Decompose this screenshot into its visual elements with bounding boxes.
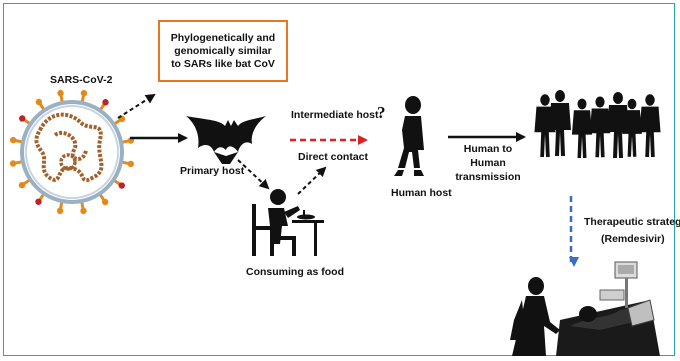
food-to-direct-contact-arrow xyxy=(297,166,327,195)
virus-spike-head xyxy=(35,198,42,205)
virus-spike-head xyxy=(80,207,87,215)
remdesivir-label: (Remdesivir) xyxy=(601,233,665,245)
virus-spike-head xyxy=(127,160,135,168)
crowd-person-head xyxy=(577,98,587,110)
virus-spike-head xyxy=(35,98,43,106)
crowd-icon xyxy=(534,90,661,158)
virus-icon xyxy=(9,89,135,215)
crowd-person-head xyxy=(627,98,637,110)
virus-spike-head xyxy=(18,181,26,189)
virus-spike-head xyxy=(9,136,17,144)
person-eating-icon xyxy=(252,189,324,256)
crowd-person-body xyxy=(589,108,611,158)
hospital-care-icon xyxy=(510,261,660,356)
crowd-person-head xyxy=(555,90,565,102)
crowd-person-head xyxy=(540,94,550,106)
virus-spike-head xyxy=(56,207,64,215)
virus-spike-head xyxy=(9,160,17,167)
virus-spike-head xyxy=(19,115,26,122)
bat-icon xyxy=(186,116,266,164)
primary-host-label: Primary host xyxy=(180,165,245,177)
crowd-person-head xyxy=(595,96,605,108)
question-mark: ? xyxy=(377,103,386,122)
crowd-person-head xyxy=(613,92,623,104)
crowd-person-body xyxy=(571,110,593,158)
virus-spike-head xyxy=(101,198,109,206)
crowd-person-body xyxy=(622,110,642,157)
virus-spike-head xyxy=(80,89,88,97)
crowd-person-head xyxy=(645,94,655,106)
crowd-person-body xyxy=(549,103,571,156)
virus-spike-head xyxy=(118,182,125,189)
human-host-label: Human host xyxy=(391,187,452,199)
virus-label: SARS-CoV-2 xyxy=(50,74,113,86)
crowd-person-body xyxy=(639,106,661,157)
therapeutic-label: Therapeutic strategies xyxy=(584,216,680,228)
human-host-icon xyxy=(394,96,424,176)
virus-to-callout-arrow xyxy=(117,93,156,119)
similarity-callout-box: Phylogenetically and genomically similar… xyxy=(158,20,288,82)
virus-spike-head xyxy=(102,99,109,106)
virus-spike-head xyxy=(57,89,64,97)
direct-contact-label: Direct contact xyxy=(298,151,369,163)
consuming-food-label: Consuming as food xyxy=(246,266,344,278)
transmission-label: Human to Human transmission xyxy=(455,143,521,183)
intermediate-host-label: Intermediate host xyxy=(291,109,379,121)
callout-text: Phylogenetically and genomically similar… xyxy=(170,31,276,70)
